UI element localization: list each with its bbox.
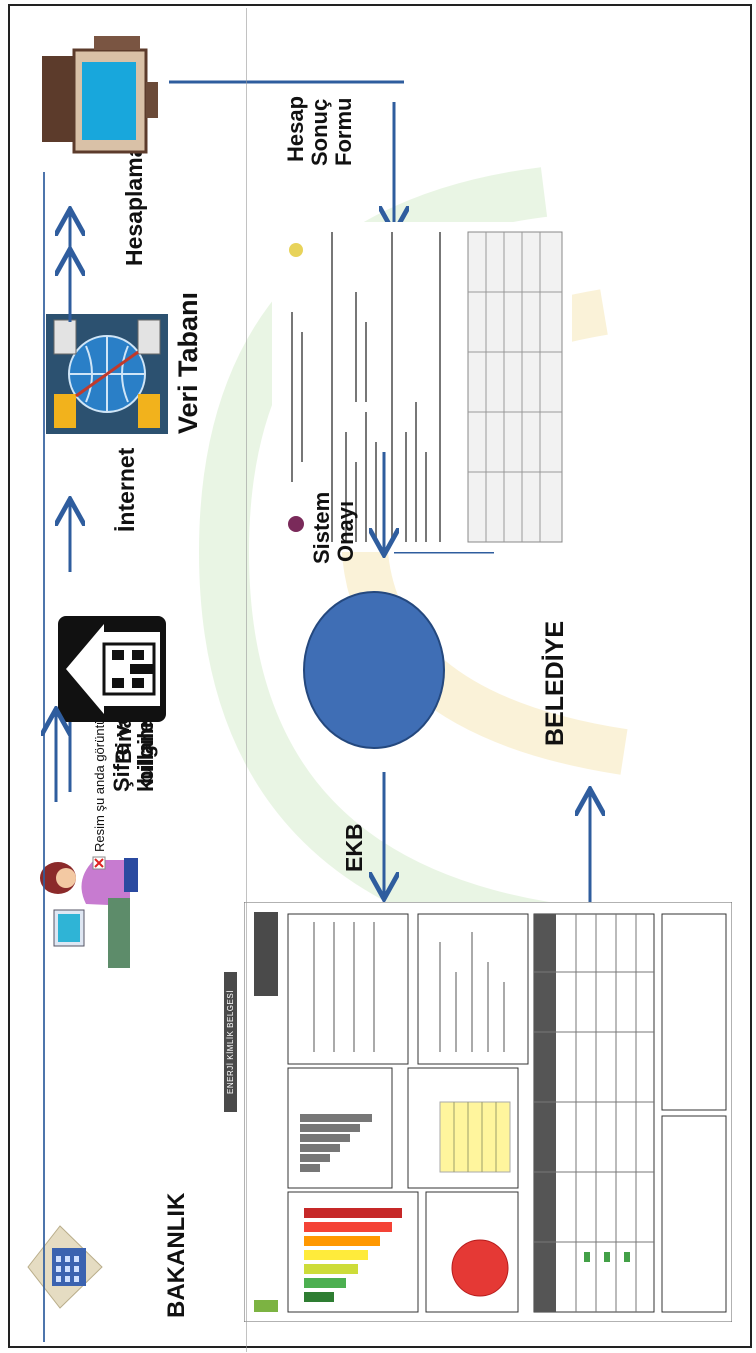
certificate-title: ENERJİ KİMLİK BELGESİ (224, 972, 237, 1112)
energy-certificate-icon (244, 902, 732, 1322)
diagram-stage: BAKANLIK Resim şu anda görüntülenemiyor.… (14, 8, 756, 1352)
diagram-frame: BAKANLIK Resim şu anda görüntülenemiyor.… (8, 4, 752, 1348)
divider-line (246, 8, 247, 1352)
